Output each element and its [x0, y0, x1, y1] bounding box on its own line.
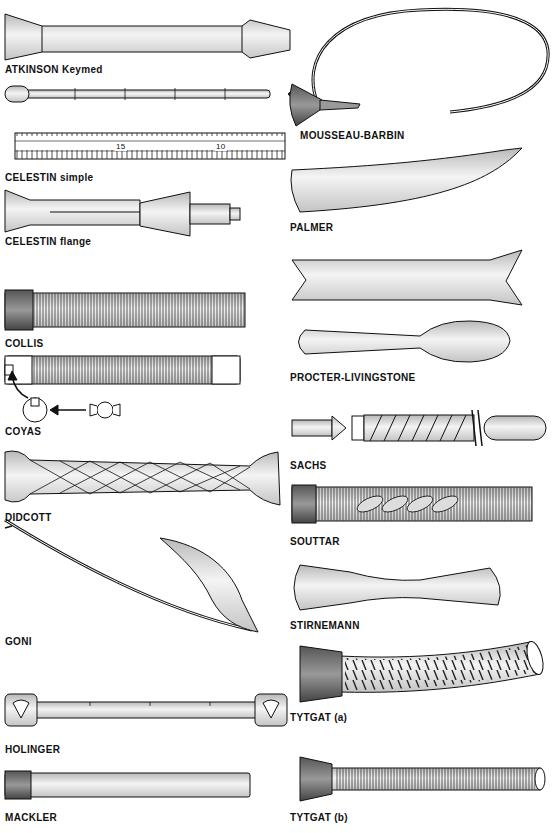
- device-label: MACKLER: [5, 812, 57, 824]
- device-label: CELESTIN flange: [5, 236, 91, 248]
- device-label: HOLINGER: [5, 744, 60, 756]
- device-label: TYTGAT (b): [290, 812, 348, 824]
- device-label: PALMER: [290, 222, 333, 234]
- device-label: ATKINSON Keymed: [5, 64, 103, 76]
- device-label: TYTGAT (a): [290, 712, 347, 724]
- device-label: COYAS: [5, 426, 41, 438]
- device-label: CELESTIN simple: [5, 172, 93, 184]
- device-label: DIDCOTT: [5, 512, 52, 524]
- device-label: SOUTTAR: [290, 536, 340, 548]
- device-label: GONI: [5, 636, 32, 648]
- device-label: COLLIS: [5, 338, 43, 350]
- device-label: PROCTER-LIVINGSTONE: [290, 372, 416, 384]
- scale-number: 15: [115, 142, 127, 151]
- device-label: STIRNEMANN: [290, 620, 360, 632]
- device-label: MOUSSEAU-BARBIN: [300, 130, 405, 142]
- scale-number: 10: [215, 142, 227, 151]
- device-label: SACHS: [290, 460, 327, 472]
